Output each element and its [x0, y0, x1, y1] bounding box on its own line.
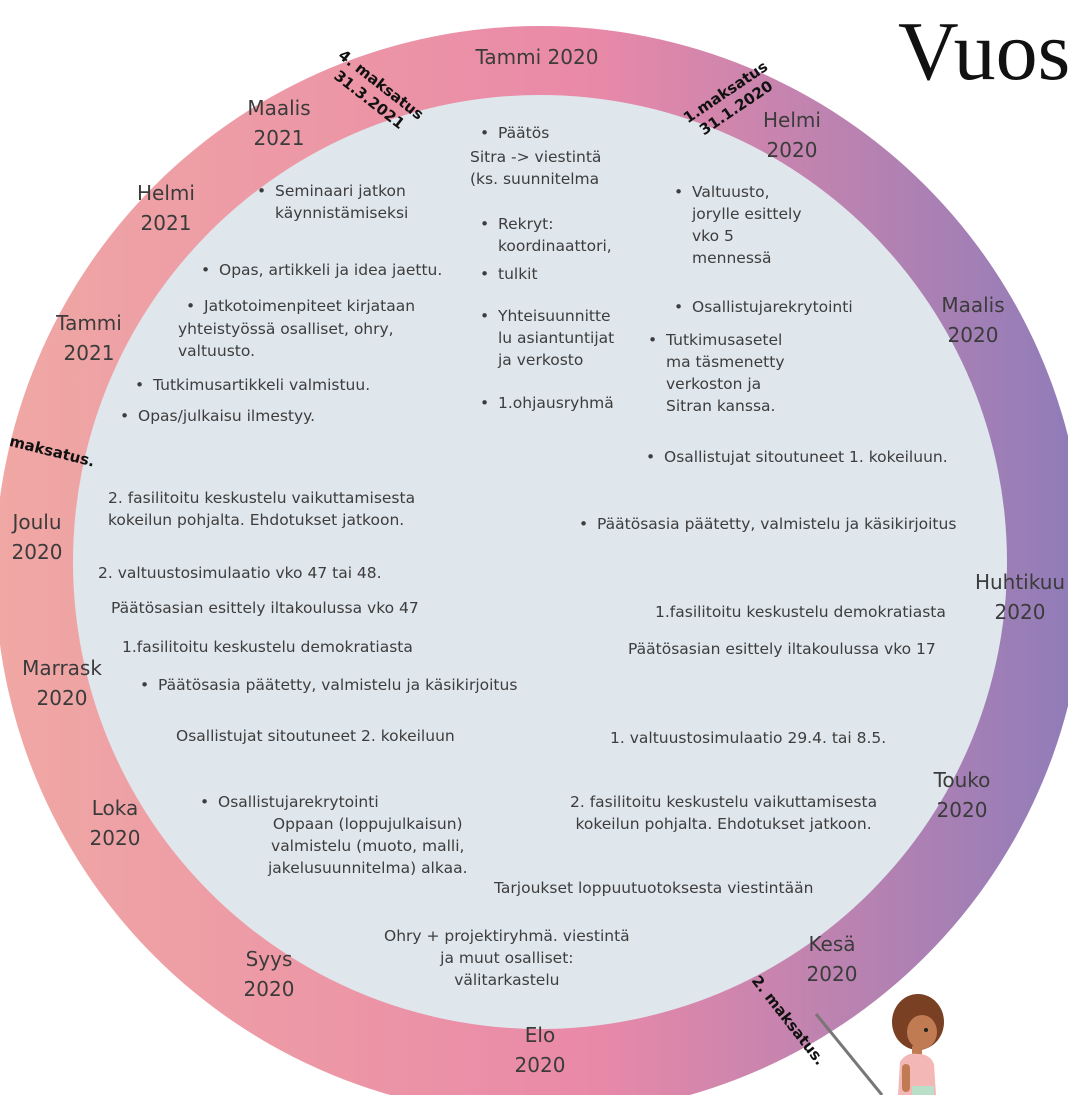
note-osallistujarekrytointi-1: Osallistujarekrytointi — [692, 296, 853, 318]
note-fasilitoitu-1b: 1.fasilitoitu keskustelu demokratiasta — [122, 638, 413, 656]
eye-shape — [924, 1028, 928, 1032]
note-yhteistyossa: yhteistyössä osalliset, ohry,valtuusto. — [178, 320, 394, 360]
face-shape — [907, 1015, 937, 1049]
neck-shape — [912, 1046, 922, 1056]
note-paatosasia-2: Päätösasia päätetty, valmistelu ja käsik… — [158, 674, 517, 696]
note-rekryt: Rekryt:koordinaattori, — [498, 213, 612, 257]
note-fasilitoitu-2a: 2. fasilitoitu keskustelu vaikuttamisest… — [570, 793, 878, 833]
note-tutkimusartikkeli: Tutkimusartikkeli valmistuu. — [153, 374, 370, 396]
note-tarjoukset: Tarjoukset loppuutuotoksesta viestintään — [494, 879, 814, 897]
marker-pole — [814, 1013, 884, 1095]
note-paatosasia-1: Päätösasia päätetty, valmistelu ja käsik… — [597, 513, 956, 535]
note-iltakoulu-17: Päätösasian esittely iltakoulussa vko 17 — [628, 640, 936, 658]
note-oppaan-valmistelu: Oppaan (loppujulkaisun)valmistelu (muoto… — [268, 815, 468, 877]
note-sitra-viestinta: Sitra -> viestintä(ks. suunnitelma — [470, 148, 602, 188]
note-tulkit: tulkit — [498, 263, 538, 285]
pants-shape — [912, 1086, 934, 1095]
note-opas-julkaisu: Opas/julkaisu ilmestyy. — [138, 405, 315, 427]
note-fasilitoitu-2b: 2. fasilitoitu keskustelu vaikuttamisest… — [108, 489, 416, 529]
arm-shape — [902, 1064, 910, 1092]
note-fasilitoitu-1a: 1.fasilitoitu keskustelu demokratiasta — [655, 603, 946, 621]
page-title: Vuos — [898, 5, 1068, 98]
note-simulaatio-2: 2. valtuustosimulaatio vko 47 tai 48. — [98, 564, 382, 582]
note-iltakoulu-47: Päätösasian esittely iltakoulussa vko 47 — [111, 599, 419, 617]
month-tammi-2020: Tammi 2020 — [475, 45, 599, 69]
person-illustration — [892, 994, 944, 1095]
note-ohjausryhma: 1.ohjausryhmä — [498, 392, 614, 414]
note-sitoutuneet-1: Osallistujat sitoutuneet 1. kokeiluun. — [664, 446, 948, 468]
note-paatos: Päätös — [498, 122, 549, 144]
note-simulaatio-1: 1. valtuustosimulaatio 29.4. tai 8.5. — [610, 729, 887, 747]
note-jatkotoimenpiteet: Jatkotoimenpiteet kirjataan — [204, 295, 415, 317]
note-opas-jaettu: Opas, artikkeli ja idea jaettu. — [219, 259, 442, 281]
note-sitoutuneet-2: Osallistujat sitoutuneet 2. kokeiluun — [176, 727, 455, 745]
note-osallistujarekrytointi-2: Osallistujarekrytointi — [218, 791, 379, 813]
